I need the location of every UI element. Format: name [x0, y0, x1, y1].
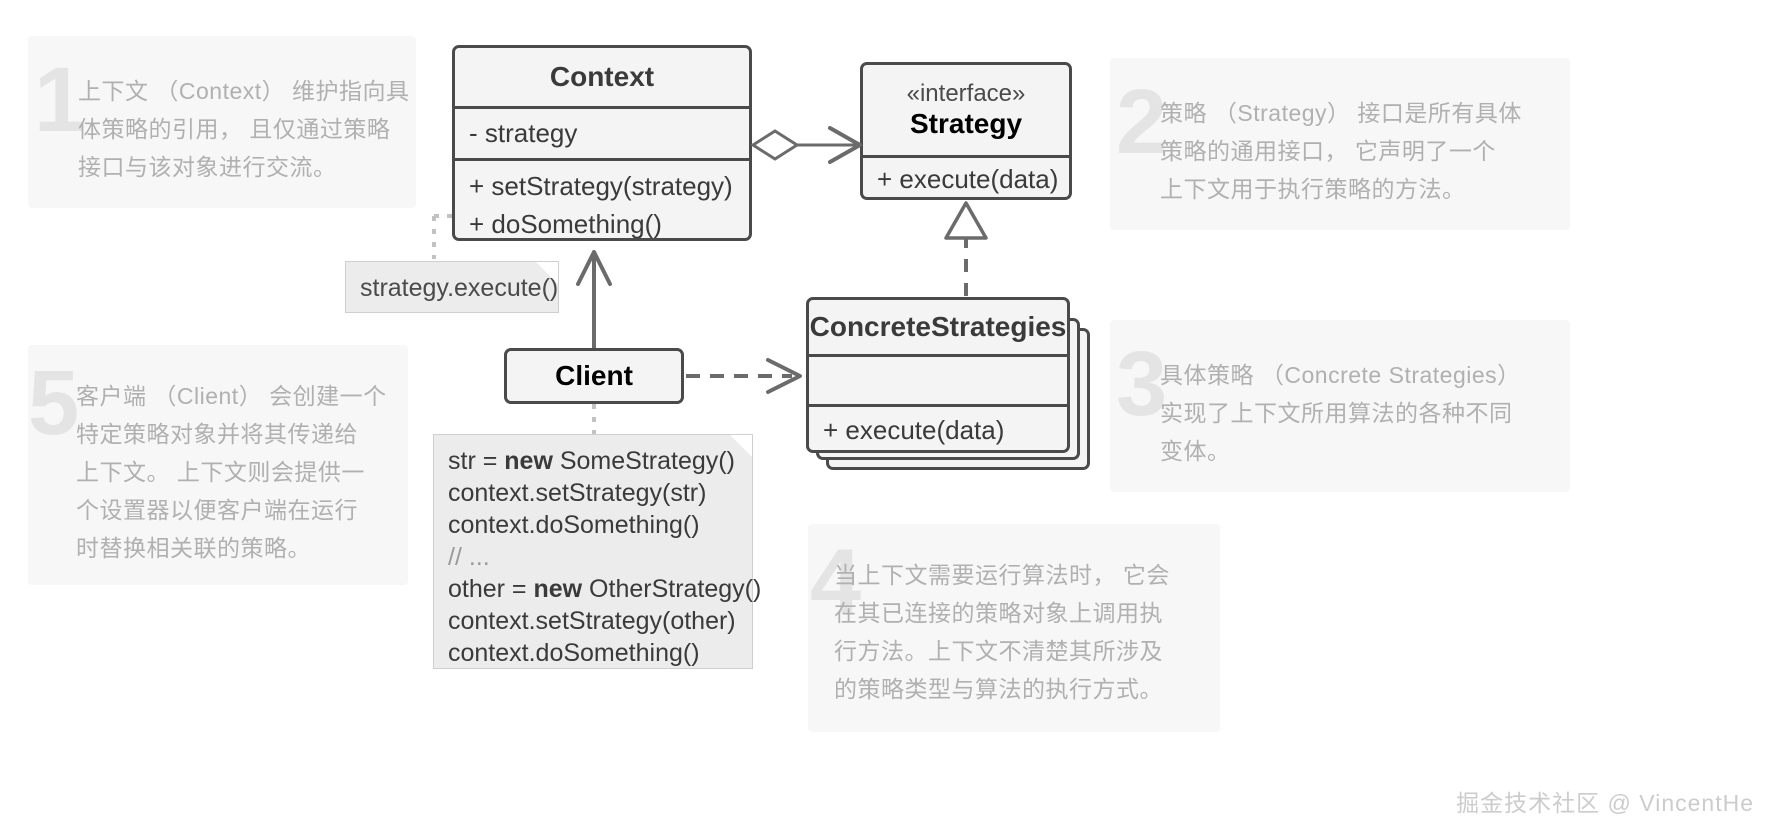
code-line-4: // ...	[448, 543, 490, 571]
note-code-sample: str = new SomeStrategy() context.setStra…	[433, 434, 761, 669]
code-note-fold-corner-icon	[730, 435, 752, 457]
relation-context-to-execute-note	[432, 214, 452, 259]
concrete-method-execute: + execute(data)	[823, 414, 1005, 445]
annotation-1: 1 上下文 （Context） 维护指向具 体策略的引用， 且仅通过策略 接口与…	[28, 36, 416, 208]
class-box-client[interactable]: Client	[504, 348, 684, 404]
annotation-5: 5 客户端 （Client） 会创建一个 特定策略对象并将其传递给 上下文。 上…	[28, 345, 408, 585]
code-line-7: context.doSomething()	[448, 639, 700, 667]
annotation-1-number: 1	[34, 49, 86, 151]
client-class-name: Client	[555, 360, 633, 391]
code-line-1: str = new SomeStrategy()	[448, 447, 735, 475]
relation-concrete-implements-strategy	[944, 201, 988, 296]
relation-context-aggregates-strategy	[750, 126, 862, 164]
relation-client-to-concrete	[686, 358, 802, 394]
annotation-4-number: 4	[810, 531, 862, 633]
context-method-dosomething: + doSomething()	[469, 209, 662, 239]
annotation-5-number: 5	[28, 352, 80, 454]
context-field-strategy: - strategy	[469, 118, 578, 148]
annotation-4: 4 当上下文需要运行算法时， 它会 在其已连接的策略对象上调用执 行方法。上下文…	[808, 524, 1220, 732]
annotation-3-text: 具体策略 （Concrete Strategies） 实现了上下文所用算法的各种…	[1160, 362, 1521, 464]
note-strategy-execute-text: strategy.execute()	[360, 274, 559, 302]
class-box-strategy[interactable]: «interface» Strategy + execute(data)	[860, 62, 1072, 200]
concrete-method-row: + execute(data)	[809, 404, 1067, 450]
concrete-field-row	[809, 354, 1067, 404]
strategy-class-name: Strategy	[909, 108, 1023, 139]
note-strategy-execute: strategy.execute()	[345, 261, 559, 313]
annotation-4-text: 当上下文需要运行算法时， 它会 在其已连接的策略对象上调用执 行方法。上下文不清…	[834, 562, 1170, 702]
concrete-class-name: ConcreteStrategies	[809, 311, 1067, 342]
strategy-title-row: «interface» Strategy	[863, 65, 1069, 155]
context-field-row: - strategy	[455, 106, 749, 158]
context-method-setstrategy: + setStrategy(strategy)	[469, 171, 733, 201]
relation-client-to-context	[576, 250, 612, 348]
class-box-context[interactable]: Context - strategy + setStrategy(strateg…	[452, 45, 752, 241]
code-line-6: context.setStrategy(other)	[448, 607, 736, 635]
code-line-5: other = new OtherStrategy()	[448, 575, 762, 603]
annotation-2: 2 策略 （Strategy） 接口是所有具体 策略的通用接口， 它声明了一个 …	[1110, 58, 1570, 230]
strategy-stereotype: «interface»	[906, 80, 1026, 107]
code-note-body: str = new SomeStrategy() context.setStra…	[434, 435, 762, 679]
annotation-2-text: 策略 （Strategy） 接口是所有具体 策略的通用接口， 它声明了一个 上下…	[1160, 100, 1522, 202]
watermark: 掘金技术社区 @ VincentHe	[1456, 790, 1754, 816]
strategy-method-row: + execute(data)	[863, 155, 1069, 197]
concrete-title-row: ConcreteStrategies	[809, 300, 1067, 354]
annotation-1-text: 上下文 （Context） 维护指向具 体策略的引用， 且仅通过策略 接口与该对…	[78, 78, 410, 180]
class-box-concrete-strategies[interactable]: ConcreteStrategies + execute(data)	[806, 297, 1070, 453]
code-line-2: context.setStrategy(str)	[448, 479, 707, 507]
annotation-5-text: 客户端 （Client） 会创建一个 特定策略对象并将其传递给 上下文。 上下文…	[76, 383, 387, 561]
strategy-method-execute: + execute(data)	[877, 163, 1059, 194]
annotation-3: 3 具体策略 （Concrete Strategies） 实现了上下文所用算法的…	[1110, 320, 1570, 492]
annotation-3-number: 3	[1116, 333, 1168, 435]
code-line-3: context.doSomething()	[448, 511, 700, 539]
context-class-name: Context	[549, 61, 655, 92]
context-title-row: Context	[455, 48, 749, 106]
context-methods-section: + setStrategy(strategy) + doSomething()	[455, 158, 749, 239]
annotation-2-number: 2	[1116, 71, 1168, 173]
note-fold-corner-icon	[536, 262, 558, 284]
